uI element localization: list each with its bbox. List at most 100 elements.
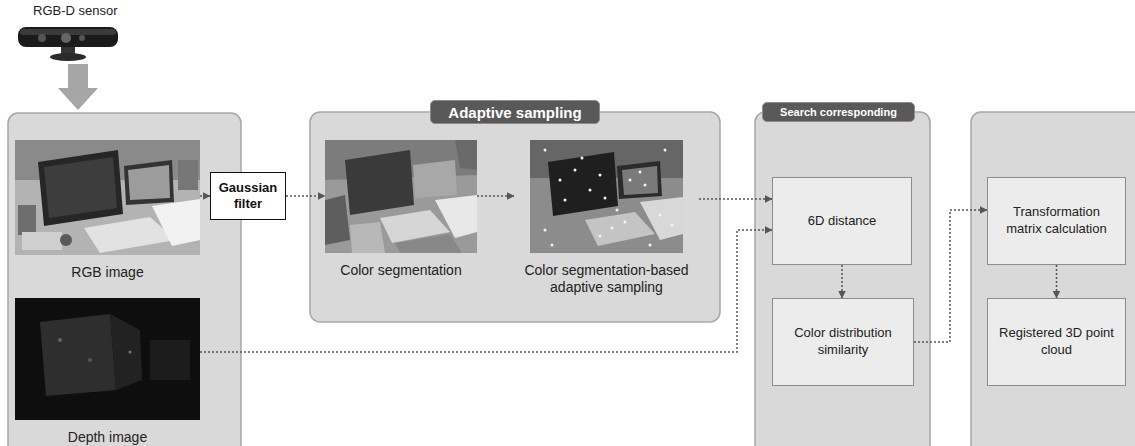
process-label: Registered 3D point cloud [988,325,1125,359]
illustration-part [551,244,554,247]
illustration-part [599,174,602,177]
illustration-part [585,212,655,246]
illustration-part [22,232,62,250]
illustration-part [664,149,667,152]
process-box: Registered 3D point cloud [987,298,1126,386]
illustration-part [413,160,457,198]
illustration-part [61,47,75,54]
process-label: Color distribution similarity [773,325,913,359]
illustration-part [616,209,619,212]
flow-connector [914,210,987,342]
output-panel [971,112,1135,446]
illustration-part [88,358,92,362]
flow-connector [841,265,843,298]
flow-connector [200,195,210,197]
device-label: RGB-D sensor [33,3,118,18]
illustration-part [79,35,85,41]
search-panel [755,112,930,446]
illustration-part [544,149,547,152]
illustration-part [617,161,662,199]
illustration-part [350,222,385,253]
illustration-part [124,160,174,205]
illustration-part [44,157,117,218]
illustration-part [639,171,642,174]
sampling-image [530,140,683,253]
panel-title: Search corresponding [780,106,897,118]
illustration-part [629,179,632,182]
illustration-part [624,221,627,224]
process-label: 6D distance [798,213,887,230]
process-box: Color distribution similarity [772,298,914,386]
panel-title: Adaptive sampling [448,104,581,121]
illustration-part [325,195,350,245]
illustration-part [18,27,118,47]
illustration-part [150,340,190,380]
segmentation-image [325,140,477,253]
illustration-part [640,197,683,240]
panel-tab: Search corresponding [762,102,915,122]
illustration-part [559,179,562,182]
illustration-part [622,166,658,195]
illustration-part [60,234,72,246]
illustration-part [178,160,198,190]
image-caption-text: Color segmentation-based adaptive sampli… [514,262,699,296]
illustration-part [40,314,116,396]
illustration-part [325,140,477,253]
flow-connector [477,195,514,197]
illustration-part [435,195,477,238]
illustration-part [128,165,170,200]
illustration-part [564,199,567,202]
image-caption-text: Color segmentation [325,262,477,279]
illustration-part [455,140,477,170]
stage-panel: Search corresponding6D distanceColor dis… [755,112,930,446]
process-box: Transformation matrix calculation [987,177,1126,265]
illustration-part [649,244,652,247]
sampling-panel [310,112,720,322]
depth-image [15,298,200,420]
illustration-part [604,197,607,200]
illustration-part [659,214,662,217]
illustration-part [544,229,547,232]
flow-connector [286,195,325,197]
process-label: Transformation matrix calculation [988,204,1125,238]
illustration-part [58,338,62,342]
illustration-part [671,224,674,227]
illustration-part [129,351,132,354]
illustration-part [395,234,462,253]
illustration-part [38,34,46,42]
input-panel [8,113,241,446]
illustration-part [574,169,577,172]
illustration-part [548,152,618,216]
illustration-part [61,33,71,43]
image-caption-text: Depth image [15,429,200,446]
image-caption: RGB image [15,140,200,283]
image-caption-text: RGB image [15,264,200,281]
illustration-part [581,157,584,160]
image-caption: Color segmentation-based adaptive sampli… [514,140,699,298]
illustration-part [18,205,36,235]
illustration-part [599,235,602,238]
illustration-part [345,150,414,215]
illustration-part [110,314,142,390]
process-label: Gaussian filter [211,178,285,213]
illustration-part [152,199,200,246]
illustration-part [644,184,647,187]
image-caption: Depth image [15,298,200,446]
illustration-part [544,149,674,247]
illustration-part [15,140,200,255]
illustration-part [530,140,683,253]
flow-connector [200,230,772,352]
illustration-part [589,189,592,192]
process-box: Gaussian filter [210,172,286,220]
illustration-part [38,150,123,226]
flow-connector [699,198,772,200]
process-box: 6D distance [772,177,912,265]
illustration-part [611,227,614,230]
flow-arrow [58,64,98,110]
flow-connector [1056,265,1058,298]
illustration-part [50,53,86,61]
sensor-icon [18,27,118,61]
